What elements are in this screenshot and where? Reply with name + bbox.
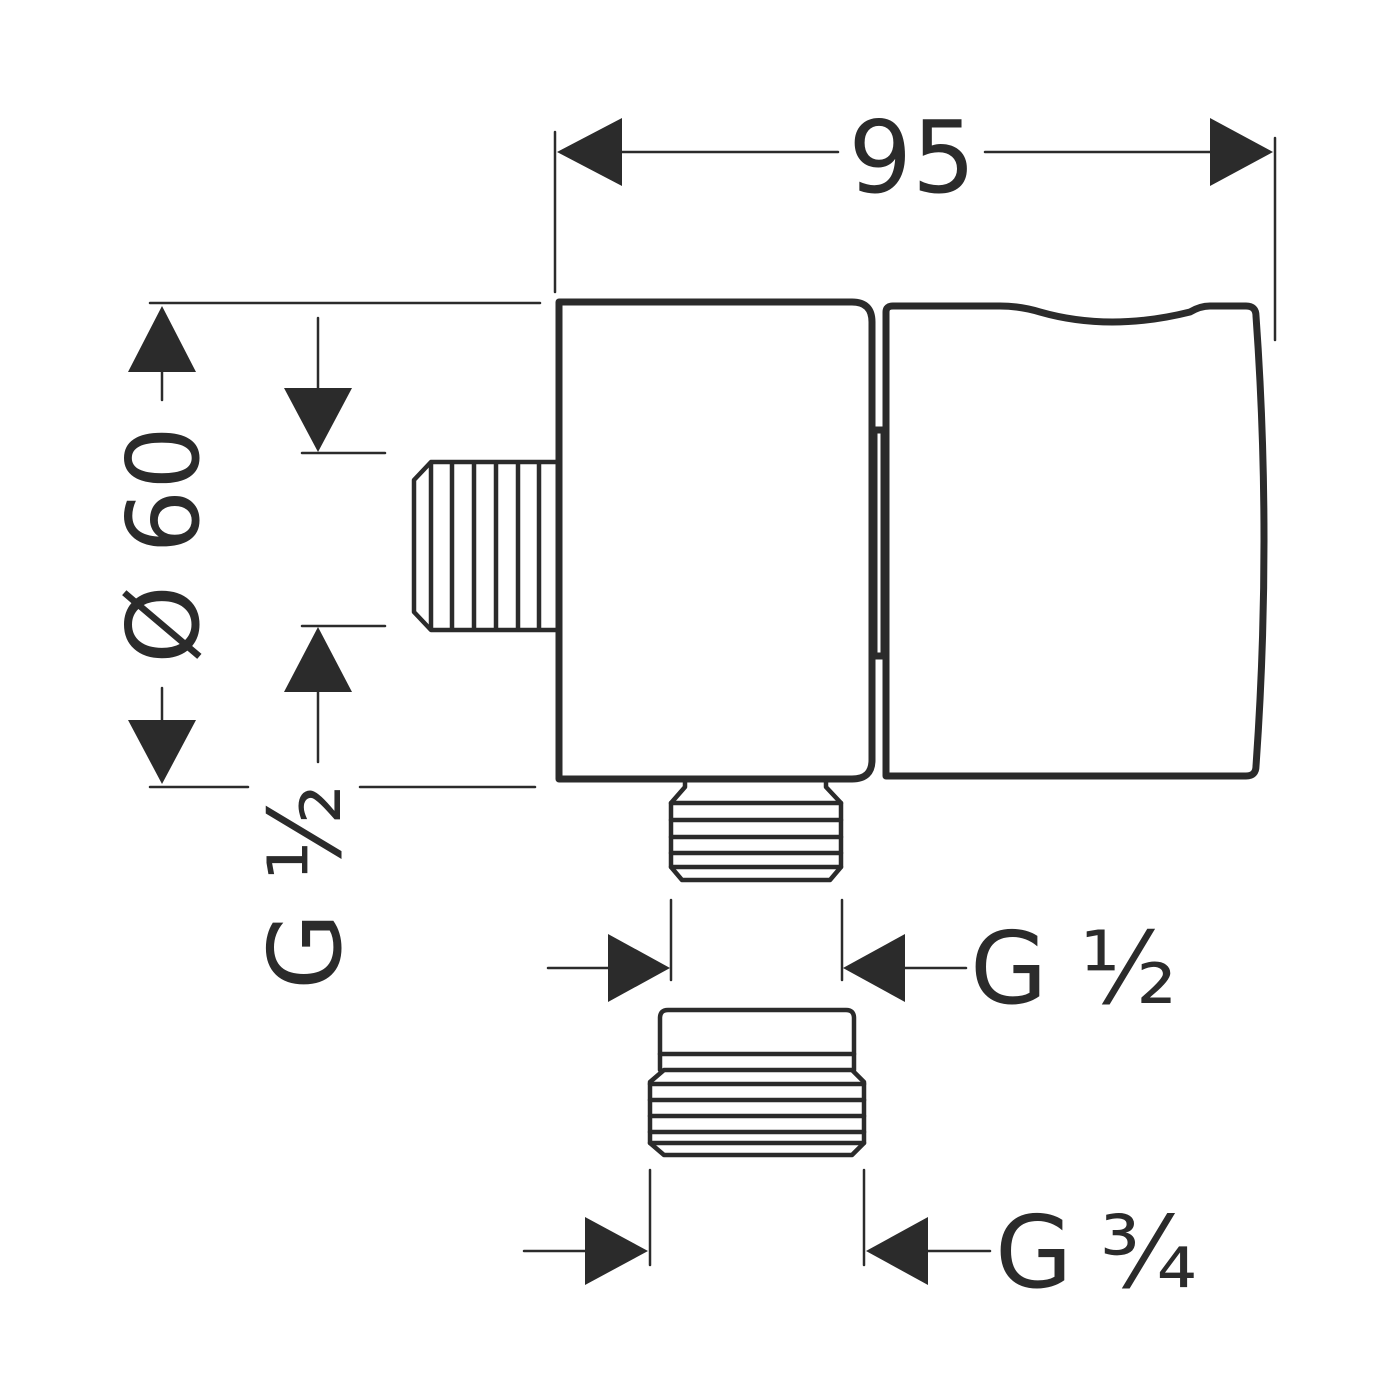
side-nipple-outline [411,459,560,633]
outlet-nipple-outline [668,778,844,883]
holder-body [882,302,1268,780]
width-label: 95 [848,99,975,216]
outlet-dimension: G ½ [546,898,1177,1027]
side-inlet-dimension: G ½ [247,316,387,990]
diameter-label: Ø 60 [105,426,222,664]
outlet-arrow-right [843,934,905,1002]
adapter-dimension: G ¾ [522,1168,1197,1311]
outlet-nipple [668,778,844,883]
outlet-arrow-left [608,934,670,1002]
outlet-label-letter: G [970,910,1048,1027]
adapter-top-section [657,1007,857,1073]
diameter-arrow-bottom [128,720,196,784]
adapter [647,1007,867,1158]
main-body [555,298,876,783]
adapter-arrow-left [585,1217,648,1285]
adapter-thread-section [647,1067,867,1158]
diameter-dimension: Ø 60 [105,301,542,789]
outlet-label-fraction: ½ [1080,910,1177,1027]
width-dimension: 95 [553,99,1277,342]
adapter-label-fraction: ¾ [1100,1194,1197,1311]
inlet-arrow-bottom [284,627,352,692]
width-arrow-right [1210,118,1273,186]
inlet-label: G ½ [247,784,364,990]
side-nipple [411,459,560,633]
width-arrow-left [557,118,622,186]
inlet-arrow-top [284,388,352,452]
diameter-arrow-top [128,306,196,372]
adapter-arrow-right [866,1217,928,1285]
adapter-label-letter: G [995,1194,1073,1311]
